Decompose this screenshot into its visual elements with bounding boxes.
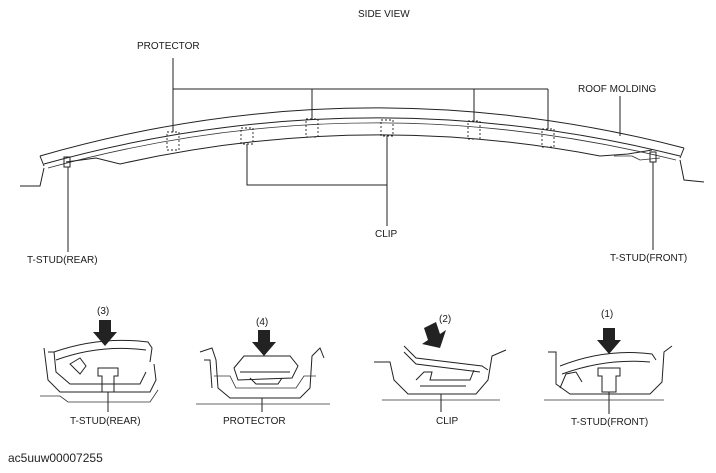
detail-number-4: (4) xyxy=(256,317,269,328)
protector-label: PROTECTOR xyxy=(137,41,200,52)
protector-leaders xyxy=(172,58,549,132)
tstud-rear-label: T-STUD(REAR) xyxy=(27,255,98,266)
detail-number-1: (1) xyxy=(601,309,614,320)
diagram-title: SIDE VIEW xyxy=(358,9,410,20)
tstud-rear-marker xyxy=(63,156,71,168)
detail-label-protector: PROTECTOR xyxy=(223,416,286,427)
detail-label-tstud-front: T-STUD(FRONT) xyxy=(571,417,649,428)
roof-molding-side-view xyxy=(20,107,705,187)
arrow-icon xyxy=(422,322,446,348)
clip-leaders xyxy=(246,136,388,226)
detail-clip xyxy=(374,322,507,412)
arrow-icon xyxy=(252,330,276,356)
detail-protector xyxy=(196,330,330,412)
detail-tstud-front xyxy=(544,328,673,414)
arrow-icon xyxy=(93,320,117,346)
arrow-icon xyxy=(597,328,621,354)
tstud-front-marker xyxy=(649,151,657,163)
detail-number-3: (3) xyxy=(97,306,110,317)
detail-label-tstud-rear: T-STUD(REAR) xyxy=(70,416,141,427)
detail-number-2: (2) xyxy=(439,314,452,325)
tstud-front-label: T-STUD(FRONT) xyxy=(610,253,688,264)
figure-code: ac5uuw00007255 xyxy=(8,451,103,465)
detail-label-clip: CLIP xyxy=(436,416,459,427)
roof-molding-label: ROOF MOLDING xyxy=(578,84,657,95)
detail-tstud-rear xyxy=(40,320,159,412)
clip-label: CLIP xyxy=(375,229,398,240)
